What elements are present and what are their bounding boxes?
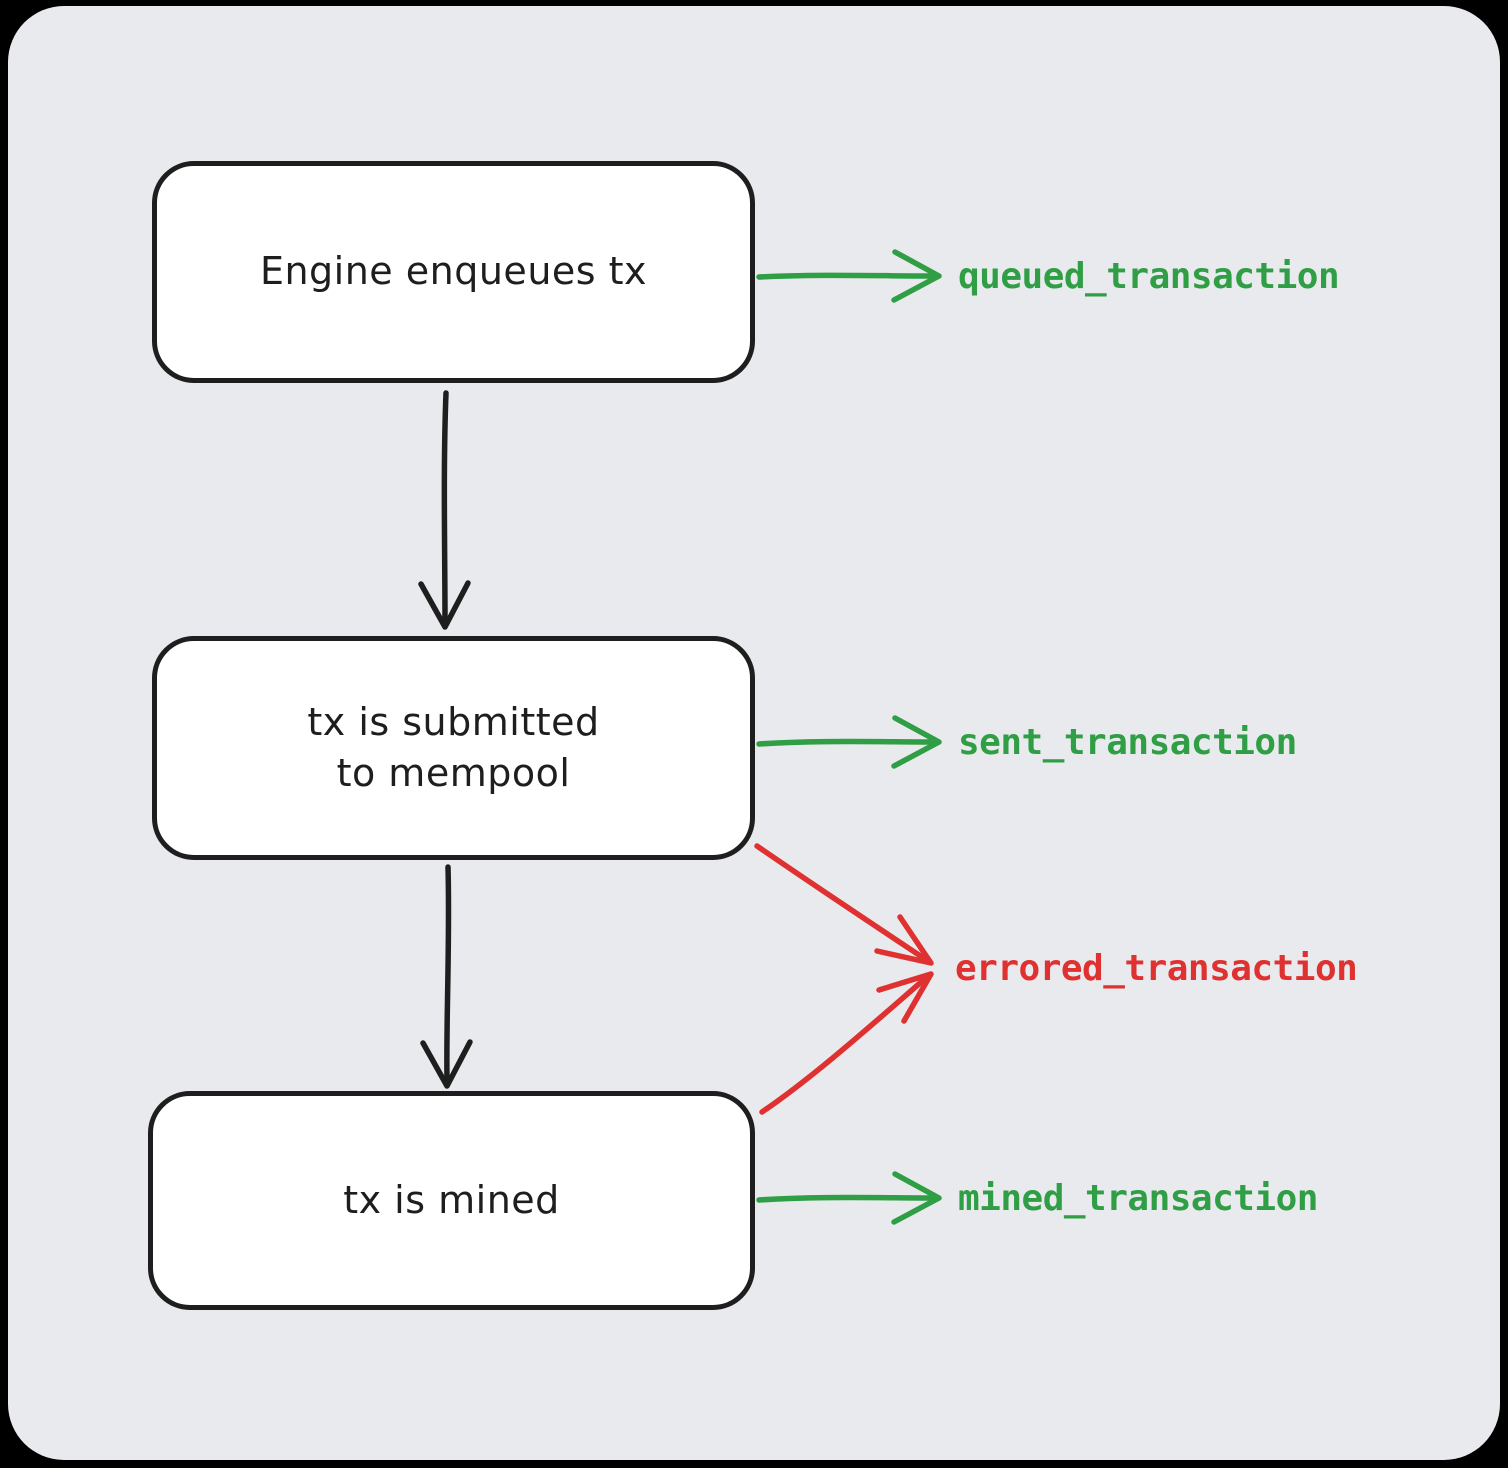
event-label-queued-transaction: queued_transaction	[958, 256, 1340, 297]
arrow-errored-from-mined-icon	[759, 971, 934, 1115]
arrow-errored-from-mempool-icon	[754, 843, 934, 966]
arrow-right-queued-transaction-icon	[756, 249, 942, 303]
diagram-canvas: Engine enqueues tx tx is submitted to me…	[8, 6, 1500, 1460]
event-label-errored-transaction: errored_transaction	[955, 948, 1358, 989]
arrow-down-enqueue-to-mempool-icon	[418, 390, 471, 630]
arrow-right-sent-transaction-icon	[756, 715, 942, 769]
node-label: tx is mined	[343, 1177, 560, 1222]
node-engine-enqueues-tx: Engine enqueues tx	[152, 161, 755, 383]
node-tx-is-mined: tx is mined	[148, 1091, 755, 1310]
node-tx-submitted-to-mempool: tx is submitted to mempool	[152, 636, 755, 860]
event-label-mined-transaction: mined_transaction	[958, 1178, 1318, 1219]
arrow-down-mempool-to-mined-icon	[420, 864, 473, 1089]
event-label-sent-transaction: sent_transaction	[958, 722, 1297, 763]
node-label: Engine enqueues tx	[259, 249, 648, 294]
arrow-right-mined-transaction-icon	[756, 1171, 942, 1225]
node-label: tx is submitted to mempool	[307, 699, 600, 795]
